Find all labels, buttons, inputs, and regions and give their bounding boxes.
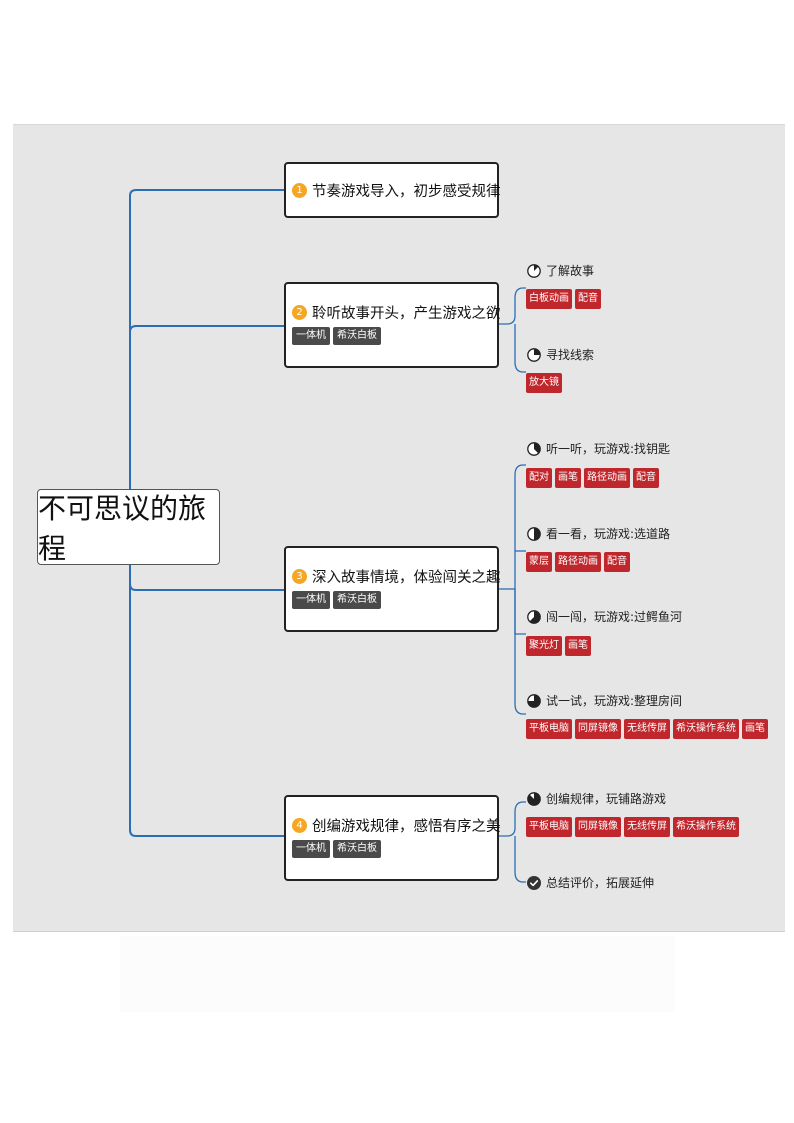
tool-tag: 平板电脑	[526, 719, 572, 739]
topic-label: 节奏游戏导入，初步感受规律	[312, 183, 501, 200]
tool-tag: 无线传屏	[624, 817, 670, 837]
tool-tag: 画笔	[555, 468, 581, 488]
topic-label: 聆听故事开头，产生游戏之欲	[312, 306, 501, 322]
tool-tags: 蒙层 路径动画 配音	[526, 552, 630, 572]
tool-tag: 路径动画	[584, 468, 630, 488]
topic-2[interactable]: 2 聆听故事开头，产生游戏之欲 一体机 希沃白板	[284, 282, 501, 368]
pie-progress-icon	[527, 609, 541, 624]
tool-tags: 白板动画 配音	[526, 289, 601, 309]
subtopic-label: 闯一闯，玩游戏:过鳄鱼河	[546, 610, 683, 624]
subtopic-label: 了解故事	[546, 264, 595, 278]
number-badge: 2	[292, 305, 307, 320]
tool-tag: 画笔	[742, 719, 768, 739]
tool-tag: 同屏镜像	[575, 719, 621, 739]
tool-tag: 无线传屏	[624, 719, 670, 739]
check-circle-icon	[527, 875, 541, 890]
tag-all-in-one: 一体机	[292, 327, 330, 345]
tool-tags: 配对 画笔 路径动画 配音	[526, 468, 659, 488]
subtopic-find-key[interactable]: 听一听，玩游戏:找钥匙	[527, 440, 670, 457]
tool-tag: 白板动画	[526, 289, 572, 309]
tool-tag: 同屏镜像	[575, 817, 621, 837]
topic-title: 2 聆听故事开头，产生游戏之欲	[292, 302, 501, 323]
tool-tags: 平板电脑 同屏镜像 无线传屏 希沃操作系统	[526, 817, 739, 837]
tag-all-in-one: 一体机	[292, 840, 330, 858]
tool-tag: 配对	[526, 468, 552, 488]
subtopic-understand-story[interactable]: 了解故事	[527, 262, 594, 279]
subtopic-cross-river[interactable]: 闯一闯，玩游戏:过鳄鱼河	[527, 608, 682, 625]
subtopic-tidy-room[interactable]: 试一试，玩游戏:整理房间	[527, 692, 682, 709]
topic-label: 深入故事情境，体验闯关之趣	[312, 570, 501, 586]
tool-tag: 放大镜	[526, 373, 562, 393]
pie-progress-icon	[527, 347, 541, 362]
subtopic-label: 试一试，玩游戏:整理房间	[546, 694, 683, 708]
tool-tag: 画笔	[565, 636, 591, 656]
topic-title: 3 深入故事情境，体验闯关之趣	[292, 566, 501, 587]
tool-tag: 聚光灯	[526, 636, 562, 656]
pie-progress-icon	[527, 526, 541, 541]
subtopic-paving-game[interactable]: 创编规律，玩铺路游戏	[527, 790, 666, 807]
pie-progress-icon	[527, 791, 541, 806]
number-badge: 3	[292, 569, 307, 584]
tool-tags: 聚光灯 画笔	[526, 636, 591, 656]
topic-4[interactable]: 4 创编游戏规律，感悟有序之美 一体机 希沃白板	[284, 795, 501, 881]
tool-tag: 蒙层	[526, 552, 552, 572]
tool-tag: 希沃操作系统	[673, 719, 739, 739]
number-badge: 1	[292, 182, 307, 198]
tag-all-in-one: 一体机	[292, 591, 330, 609]
tag-seewo-board: 希沃白板	[333, 840, 381, 858]
subtopic-label: 寻找线索	[546, 348, 595, 362]
device-tags: 一体机 希沃白板	[292, 840, 491, 858]
tag-seewo-board: 希沃白板	[333, 327, 381, 345]
subtopic-label: 创编规律，玩铺路游戏	[546, 792, 667, 806]
topic-title: 1 节奏游戏导入，初步感受规律	[292, 180, 501, 201]
device-tags: 一体机 希沃白板	[292, 591, 491, 609]
pie-progress-icon	[527, 441, 541, 456]
tool-tag: 配音	[633, 468, 659, 488]
subtopic-label: 总结评价，拓展延伸	[546, 876, 655, 890]
pie-progress-icon	[527, 693, 541, 708]
tool-tag: 希沃操作系统	[673, 817, 739, 837]
root-topic[interactable]: 不可思议的旅程	[37, 489, 220, 565]
tool-tags: 放大镜	[526, 373, 562, 393]
tool-tag: 路径动画	[555, 552, 601, 572]
tool-tag: 配音	[575, 289, 601, 309]
topic-label: 创编游戏规律，感悟有序之美	[312, 819, 501, 835]
subtopic-summary[interactable]: 总结评价，拓展延伸	[527, 874, 654, 891]
subtopic-find-clues[interactable]: 寻找线索	[527, 346, 594, 363]
subtopic-label: 听一听，玩游戏:找钥匙	[546, 442, 671, 456]
device-tags: 一体机 希沃白板	[292, 327, 491, 345]
tool-tag: 配音	[604, 552, 630, 572]
pie-progress-icon	[527, 263, 541, 278]
topic-title: 4 创编游戏规律，感悟有序之美	[292, 815, 501, 836]
subtopic-choose-road[interactable]: 看一看，玩游戏:选道路	[527, 525, 670, 542]
topic-3[interactable]: 3 深入故事情境，体验闯关之趣 一体机 希沃白板	[284, 546, 501, 632]
tool-tags: 平板电脑 同屏镜像 无线传屏 希沃操作系统 画笔	[526, 719, 768, 739]
number-badge: 4	[292, 818, 307, 833]
topic-1[interactable]: 1 节奏游戏导入，初步感受规律	[284, 162, 501, 218]
tool-tag: 平板电脑	[526, 817, 572, 837]
subtopic-label: 看一看，玩游戏:选道路	[546, 527, 671, 541]
faint-background-block	[120, 936, 675, 1012]
tag-seewo-board: 希沃白板	[333, 591, 381, 609]
